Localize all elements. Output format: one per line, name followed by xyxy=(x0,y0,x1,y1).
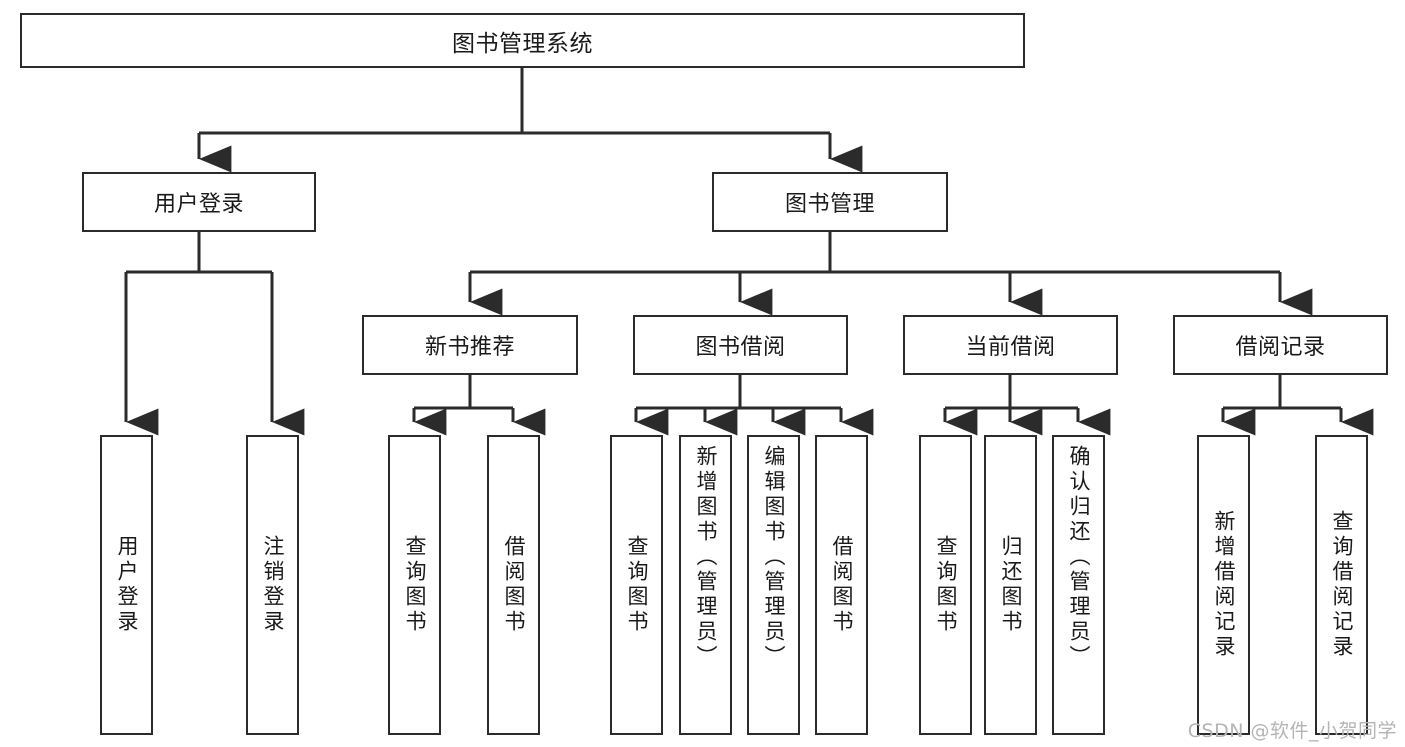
node-label: 用户登录 xyxy=(153,192,244,217)
node-leaf-borrow-book-1[interactable]: 借阅图书 xyxy=(487,435,540,735)
node-label: 归还图书 xyxy=(999,535,1023,635)
node-current-borrow[interactable]: 当前借阅 xyxy=(903,315,1118,375)
node-label: 新书推荐 xyxy=(424,335,515,360)
node-label: 借阅图书 xyxy=(502,535,526,635)
node-label: 查询图书 xyxy=(403,535,427,635)
node-label: 查询借阅记录 xyxy=(1330,510,1354,660)
node-leaf-query-book-2[interactable]: 查询图书 xyxy=(610,435,663,735)
node-book-borrow[interactable]: 图书借阅 xyxy=(633,315,848,375)
node-label: 编辑图书（管理员） xyxy=(762,445,786,670)
node-leaf-return-book[interactable]: 归还图书 xyxy=(984,435,1037,735)
node-leaf-confirm-return[interactable]: 确认归还（管理员） xyxy=(1052,435,1105,735)
node-label: 图书管理 xyxy=(784,192,875,217)
node-label: 注销登录 xyxy=(261,535,285,635)
node-leaf-query-record[interactable]: 查询借阅记录 xyxy=(1315,435,1368,735)
node-leaf-edit-book[interactable]: 编辑图书（管理员） xyxy=(747,435,800,735)
node-book-management[interactable]: 图书管理 xyxy=(712,172,948,232)
node-label: 查询图书 xyxy=(934,535,958,635)
node-user-login[interactable]: 用户登录 xyxy=(82,172,316,232)
node-label: 新增借阅记录 xyxy=(1212,510,1236,660)
node-leaf-borrow-book-2[interactable]: 借阅图书 xyxy=(815,435,868,735)
node-leaf-user-login[interactable]: 用户登录 xyxy=(100,435,153,735)
node-book-management-system[interactable]: 图书管理系统 xyxy=(20,13,1025,68)
node-borrow-record[interactable]: 借阅记录 xyxy=(1173,315,1388,375)
node-label: 图书借阅 xyxy=(695,335,786,360)
node-leaf-query-book-1[interactable]: 查询图书 xyxy=(388,435,441,735)
node-label: 用户登录 xyxy=(115,535,139,635)
node-label: 新增图书（管理员） xyxy=(694,445,718,670)
node-label: 确认归还（管理员） xyxy=(1067,445,1091,670)
node-label: 当前借阅 xyxy=(965,335,1056,360)
node-label: 查询图书 xyxy=(625,535,649,635)
node-label: 图书管理系统 xyxy=(452,30,593,57)
node-new-book-recommend[interactable]: 新书推荐 xyxy=(362,315,578,375)
node-leaf-add-record[interactable]: 新增借阅记录 xyxy=(1197,435,1250,735)
node-leaf-add-book[interactable]: 新增图书（管理员） xyxy=(679,435,732,735)
node-label: 借阅记录 xyxy=(1235,335,1326,360)
node-label: 借阅图书 xyxy=(830,535,854,635)
node-leaf-query-book-3[interactable]: 查询图书 xyxy=(919,435,972,735)
node-leaf-logout-login[interactable]: 注销登录 xyxy=(246,435,299,735)
